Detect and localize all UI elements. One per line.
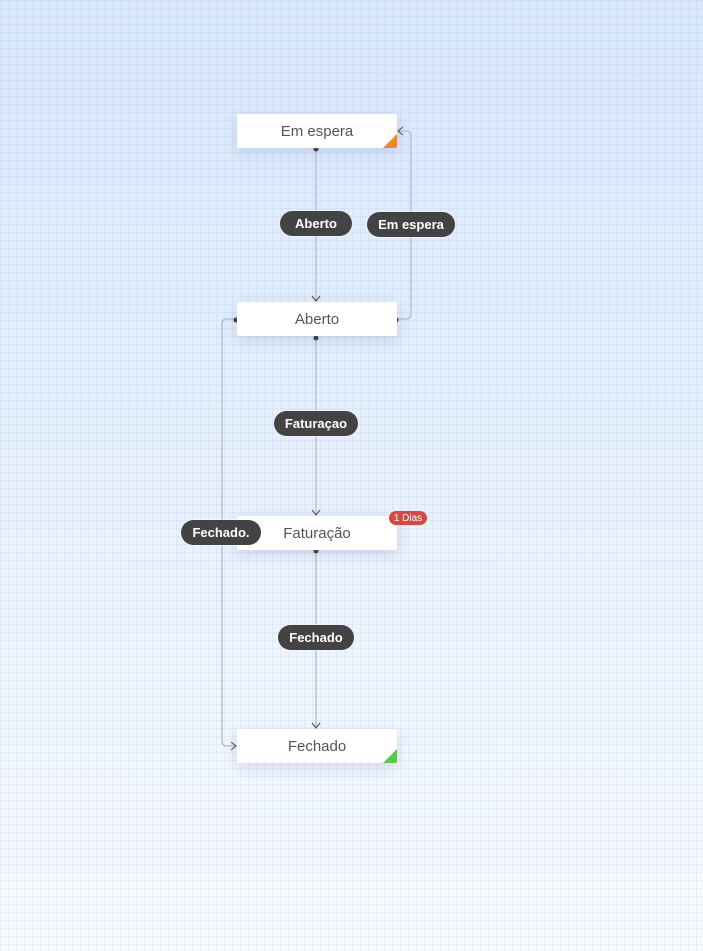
transition-label-faturacao[interactable]: Faturaçao: [274, 411, 358, 436]
state-node-em-espera[interactable]: Em espera: [237, 114, 397, 148]
node-label: Fechado: [287, 737, 347, 755]
arrow-icon: [311, 722, 321, 729]
status-marker: [383, 134, 397, 148]
transition-label-fechado-direct[interactable]: Fechado.: [181, 520, 261, 545]
state-node-faturacao[interactable]: Faturação: [237, 516, 397, 550]
transition-label-fechado[interactable]: Fechado: [278, 625, 354, 650]
state-node-fechado[interactable]: Fechado: [237, 729, 397, 763]
duration-badge: 1 Dias: [389, 511, 427, 525]
transition-label-em-espera[interactable]: Em espera: [367, 212, 455, 237]
transition-label-aberto[interactable]: Aberto: [280, 211, 352, 236]
state-node-aberto[interactable]: Aberto: [237, 302, 397, 336]
arrow-icon: [397, 126, 404, 136]
port-dot: [313, 335, 319, 341]
arrow-icon: [311, 509, 321, 516]
node-label: Faturação: [283, 524, 351, 542]
arrow-icon: [311, 295, 321, 302]
node-label: Em espera: [280, 122, 354, 140]
node-label: Aberto: [294, 310, 340, 328]
arrow-icon: [230, 741, 237, 751]
status-marker: [383, 749, 397, 763]
